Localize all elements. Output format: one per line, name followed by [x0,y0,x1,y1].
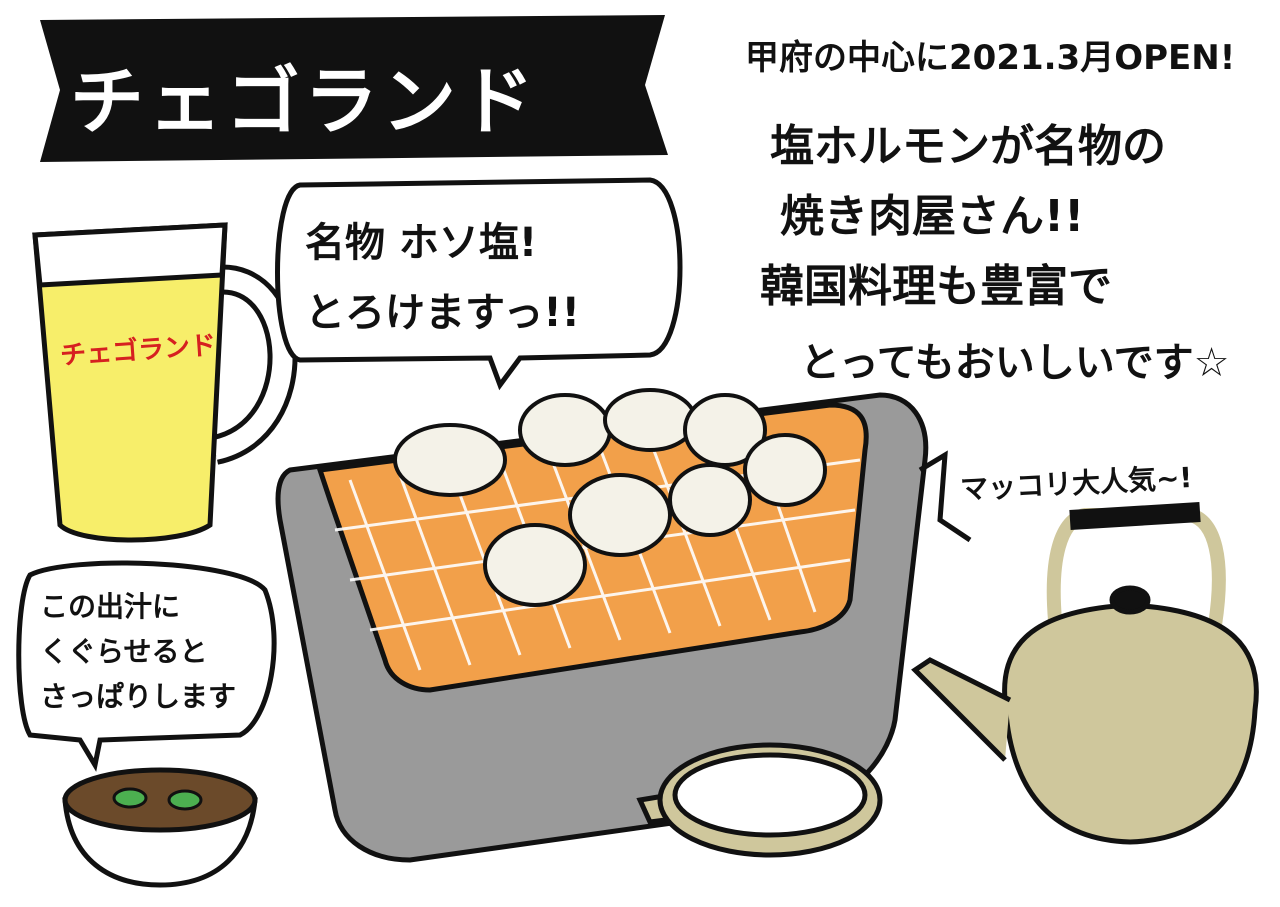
description-line: 韓国料理も豊富で [760,261,1112,312]
makgeolli-cup [636,742,883,858]
speech-bubble-main [275,177,683,391]
description-line: 焼き肉屋さん!! [780,191,1085,242]
speech-bubble-soup [16,560,277,772]
bubble-soup-line: この出汁に [40,590,181,623]
beer-mug [32,222,298,543]
soup-bowl [62,767,258,888]
page-title: チェゴランド [70,59,538,145]
bubble-soup-line: さっぱりします [40,680,237,713]
description-line: 甲府の中心に2021.3月OPEN! [745,38,1236,78]
title-banner [40,15,668,162]
bubble-soup-line: くぐらせると [40,635,208,668]
kettle [911,502,1259,845]
description-line: 塩ホルモンが名物の [770,121,1166,172]
hormone-meat [393,388,827,607]
bubble-main-line: とろけますっ!! [305,290,580,336]
bubble-main-line: 名物 ホソ塩! [305,220,538,266]
description-line: とってもおいしいです☆ [800,340,1230,386]
